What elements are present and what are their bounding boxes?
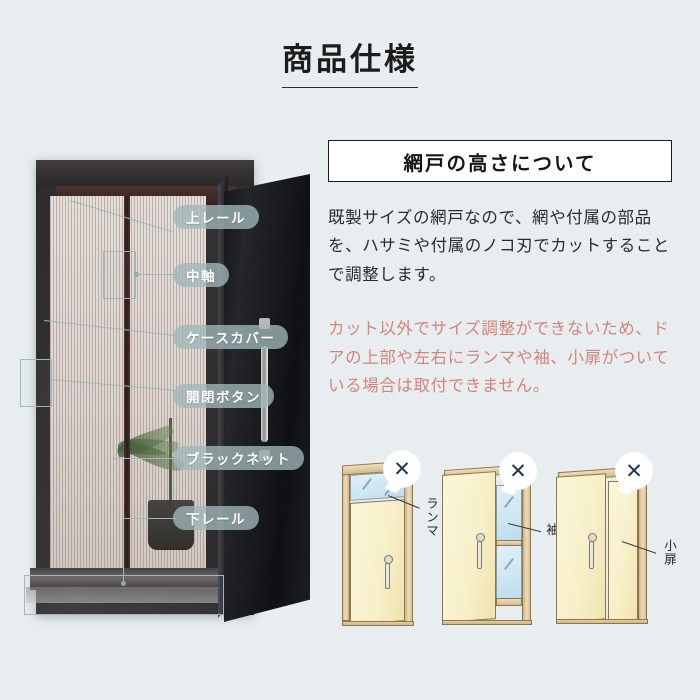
door-lock-upper <box>259 318 270 329</box>
product-photo-panel: 上レール 中軸 ケースカバー 開閉ボタン ブラックネット 下 <box>18 150 318 630</box>
callout-case-cover: ケースカバー <box>173 325 289 349</box>
diagram-floor <box>442 620 532 625</box>
leader-line-center-shaft <box>136 274 178 276</box>
door-sill <box>30 568 230 590</box>
diagram-kotobira: ✕ 小扉 <box>556 445 686 635</box>
diagram-label-sode: 袖 <box>544 523 558 537</box>
callout-upper-rail-label: 上レール <box>186 211 246 226</box>
side-panel-rail <box>496 540 522 546</box>
callout-center-shaft-label: 中軸 <box>186 269 216 284</box>
door-handle <box>477 541 482 569</box>
small-door-panel <box>608 481 638 621</box>
frame-top-face <box>36 160 254 186</box>
spec-text-panel: 網戸の高さについて 既製サイズの網戸なので、網や付属の部品を、ハサミや付属のノコ… <box>328 140 680 400</box>
x-mark-icon: ✕ <box>393 457 411 481</box>
x-mark-bubble: ✕ <box>616 453 652 489</box>
diagram-floor <box>556 619 648 624</box>
diagram-floor <box>342 621 414 626</box>
diagram-frame-right <box>522 473 531 625</box>
callout-lower-rail-label: 下レール <box>186 512 246 527</box>
door-panel <box>556 473 606 623</box>
diagram-ranma: ✕ ランマ <box>332 445 450 635</box>
callout-center-shaft: 中軸 <box>173 263 229 287</box>
incompatible-door-diagrams: ✕ ランマ ✕ 袖 ✕ <box>330 445 686 635</box>
highlight-box-center-shaft <box>103 251 136 299</box>
spec-warning-text: カット以外でサイズ調整ができないため、ドアの上部や左右にランマや袖、小扉がついて… <box>328 320 670 395</box>
door-handle <box>385 563 390 589</box>
callout-open-close-button-label: 開閉ボタン <box>186 390 261 405</box>
diagram-sode: ✕ 袖 <box>442 445 568 635</box>
leader-line-lower-rail-v <box>123 518 125 584</box>
x-mark-bubble: ✕ <box>384 451 420 487</box>
x-mark-icon: ✕ <box>509 459 527 483</box>
callout-lower-rail: 下レール <box>173 506 259 530</box>
x-mark-bubble: ✕ <box>500 453 536 489</box>
diagram-frame-left <box>342 469 350 621</box>
leader-line-black-net <box>113 458 177 460</box>
leader-line-open-close <box>50 379 177 392</box>
diagram-frame-right <box>404 463 413 625</box>
side-panel-sill <box>496 598 522 606</box>
side-panel-glass-upper <box>496 485 522 541</box>
leader-line-upper-rail <box>69 200 174 233</box>
highlight-box-lower-rail <box>24 575 224 615</box>
photo-callouts: 上レール 中軸 ケースカバー 開閉ボタン ブラックネット 下 <box>18 150 318 630</box>
callout-open-close-button: 開閉ボタン <box>173 384 274 408</box>
highlight-box-open-close-button <box>20 359 52 407</box>
section-heading: 網戸の高さについて <box>328 140 672 182</box>
door-sill-lower <box>26 587 234 603</box>
spec-body-text: 既製サイズの網戸なので、網や付属の部品を、ハサミや付属のノコ刃でカットすることで… <box>328 209 670 284</box>
diagram-label-kotobira: 小扉 <box>662 539 676 566</box>
callout-case-cover-label: ケースカバー <box>186 331 276 346</box>
page-title-text: 商品仕様 <box>282 34 418 88</box>
page-title: 商品仕様 <box>0 34 700 88</box>
x-mark-icon: ✕ <box>625 459 643 483</box>
door-panel <box>442 471 496 623</box>
diagram-label-ranma: ランマ <box>424 497 438 538</box>
callout-black-net-label: ブラックネット <box>186 452 291 467</box>
section-heading-label: 網戸の高さについて <box>403 152 597 175</box>
callout-upper-rail: 上レール <box>173 205 259 229</box>
leader-line-lower-rail <box>123 518 177 520</box>
leader-dot-lower-rail <box>121 581 126 586</box>
door-panel <box>350 499 405 625</box>
leader-line-case-cover <box>43 320 176 337</box>
callout-black-net: ブラックネット <box>173 446 304 470</box>
mesh-center-post <box>124 196 130 568</box>
side-panel-glass-lower <box>496 545 522 599</box>
leader-line-open-close-v <box>51 359 53 360</box>
door-handle <box>589 541 594 569</box>
